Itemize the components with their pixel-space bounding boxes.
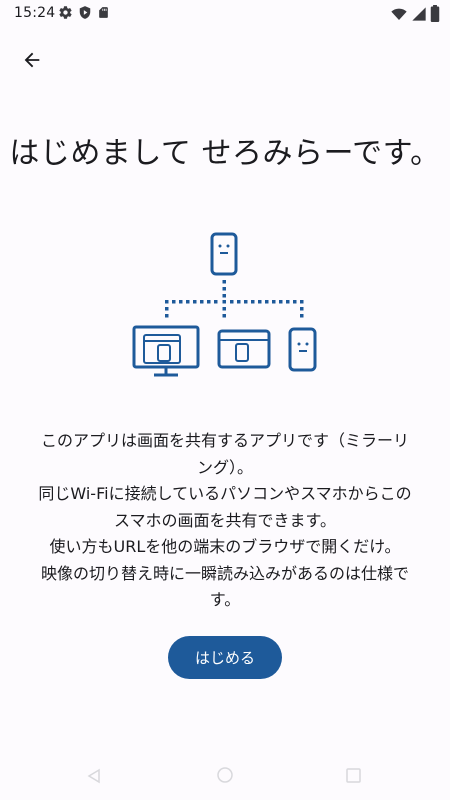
description-line: スマホの画面を共有できます。 [114, 510, 336, 530]
signal-icon [411, 6, 427, 26]
wifi-icon [390, 6, 408, 26]
start-button[interactable]: はじめる [168, 636, 282, 679]
nav-recents-icon[interactable] [346, 768, 361, 787]
page-title: はじめまして せろみらーです。 [9, 136, 441, 171]
tablet-icon [217, 329, 271, 369]
app-description: このアプリは画面を共有するアプリです（ミラーリ ング）。 同じWi-Fiに接続し… [14, 428, 436, 614]
description-line: す。 [209, 590, 241, 609]
status-bar: 15:24 [0, 0, 450, 28]
description-line: このアプリは画面を共有するアプリです（ミラーリ [40, 431, 409, 450]
arrow-back-icon [21, 49, 43, 75]
battery-icon [430, 5, 440, 26]
phone-icon [288, 327, 317, 372]
gear-icon [58, 5, 73, 24]
monitor-icon [132, 325, 200, 377]
status-system-icons [390, 5, 440, 26]
description-line: 使い方もURLを他の端末のブラウザで開くだけ。 [49, 537, 401, 556]
back-button[interactable] [12, 44, 52, 80]
description-line: 映像の切り替え時に一瞬読み込みがあるのは仕様で [40, 563, 409, 583]
nav-home-icon[interactable] [216, 766, 234, 788]
phone-icon [210, 232, 238, 276]
description-line: ング）。 [196, 457, 253, 477]
shield-icon [78, 5, 92, 24]
sd-card-icon [97, 5, 110, 24]
description-line: 同じWi-Fiに接続しているパソコンやスマホからこの [38, 484, 412, 503]
nav-back-icon[interactable] [86, 768, 102, 788]
system-navigation-bar [0, 760, 450, 800]
status-time: 15:24 [14, 5, 56, 21]
sharing-illustration [128, 228, 324, 380]
status-notification-icons [58, 5, 110, 24]
